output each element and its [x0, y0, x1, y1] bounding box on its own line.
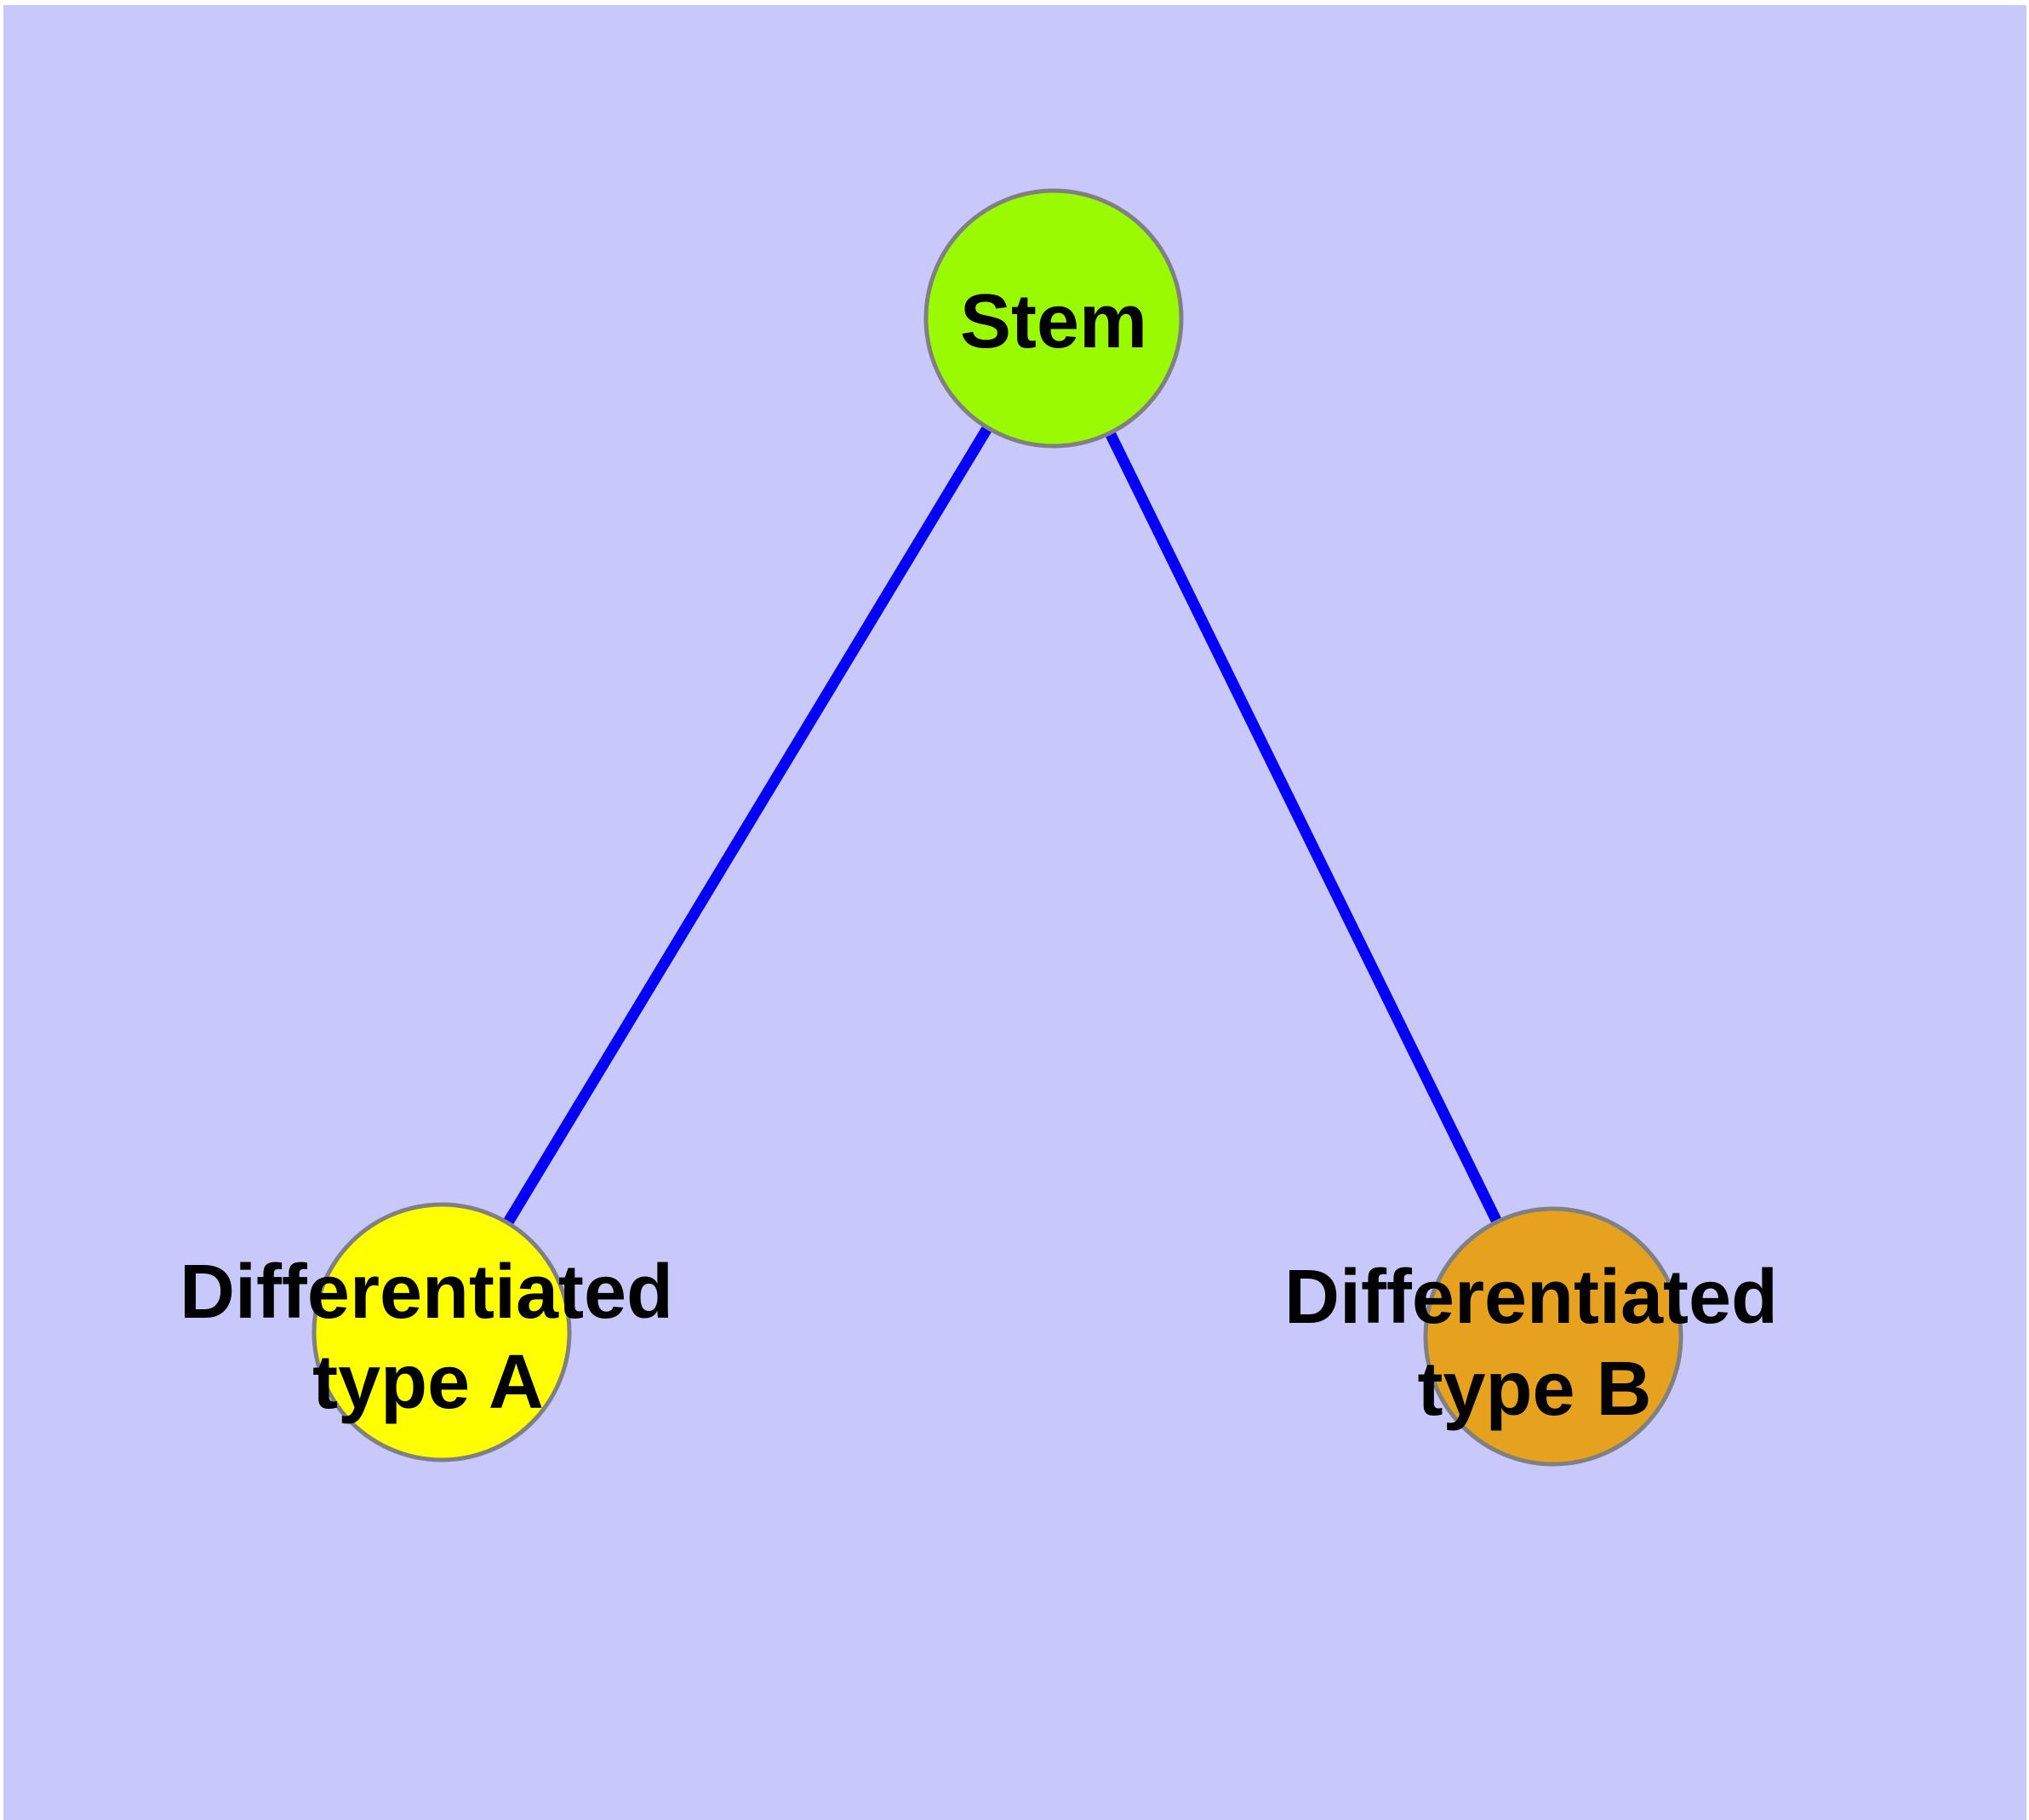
node-stem — [923, 188, 1184, 449]
node-differentiated-type-a — [311, 1202, 572, 1462]
edge-stem-to-type-a — [437, 315, 1059, 1336]
node-type-b-label-line2: type B — [1417, 1347, 1651, 1432]
node-type-b-label-line1: Differentiated — [1284, 1255, 1778, 1340]
node-type-a-label-line2: type A — [312, 1340, 544, 1425]
edge-stem-to-type-b — [1049, 316, 1558, 1339]
node-type-a-label-line1: Differentiated — [180, 1250, 673, 1335]
node-differentiated-type-b — [1423, 1206, 1683, 1467]
node-stem-label: Stem — [960, 279, 1147, 364]
